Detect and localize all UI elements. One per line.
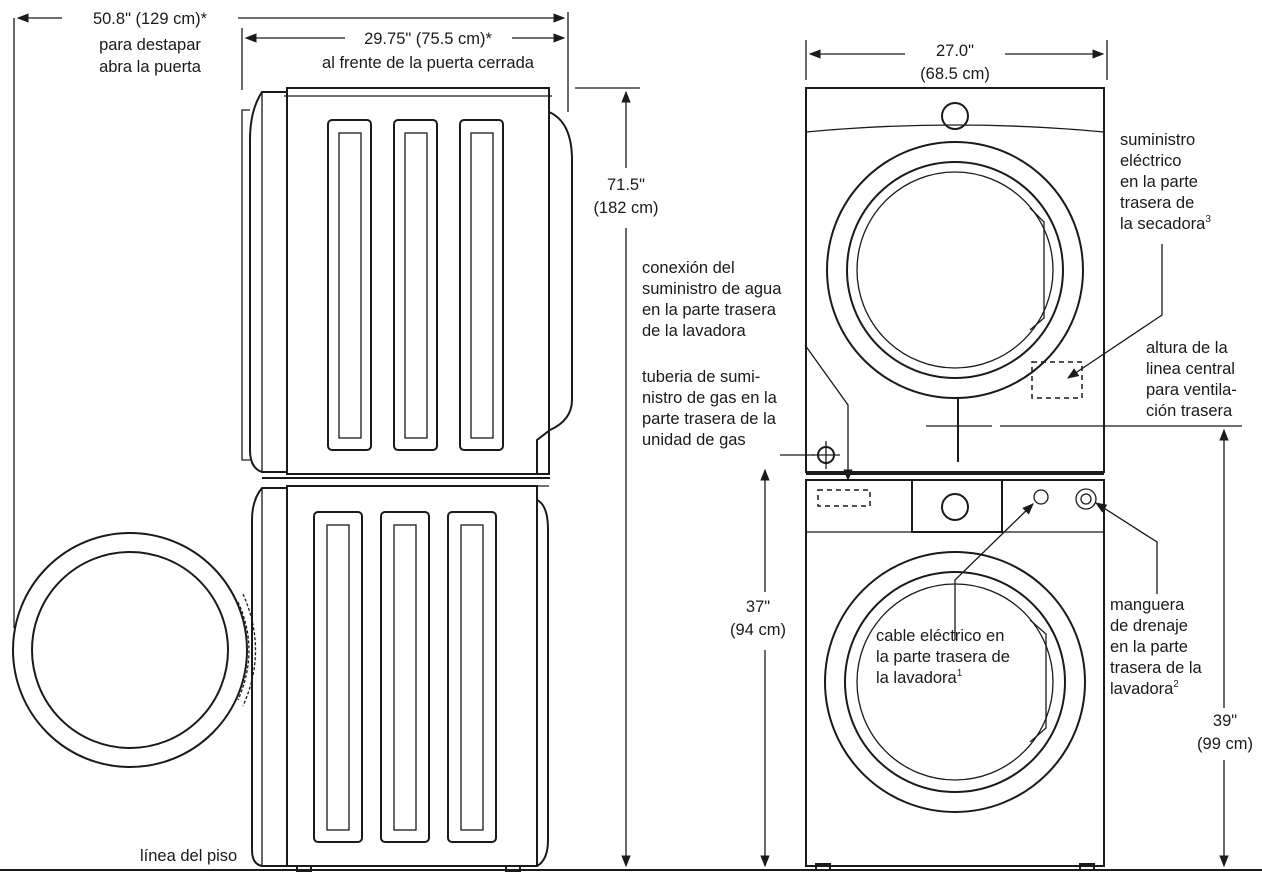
vent-height-value-1: 39" bbox=[1213, 712, 1237, 730]
drain-hose-label-4: trasera de la bbox=[1110, 659, 1203, 677]
drain-hose-label-3: en la parte bbox=[1110, 638, 1188, 656]
gas-supply-label-2: nistro de gas en la bbox=[642, 389, 778, 407]
total-height-label-2: (182 cm) bbox=[593, 199, 658, 217]
dryer-power-label-1: suministro bbox=[1120, 131, 1195, 149]
side-dryer-door bbox=[249, 91, 287, 473]
washer-power-footnote: 1 bbox=[957, 668, 963, 679]
front-dryer-body bbox=[805, 87, 1105, 473]
washer-power-outlet bbox=[1033, 489, 1049, 505]
water-supply-label-2: suministro de agua bbox=[642, 280, 782, 298]
unit-width-label-1: 27.0" bbox=[936, 42, 974, 60]
front-washer-control-panel bbox=[911, 479, 1003, 533]
front-dryer-door bbox=[826, 141, 1084, 399]
vent-height-label-3: para ventila- bbox=[1146, 381, 1237, 399]
open-door-caption-2: abra la puerta bbox=[99, 58, 202, 76]
dryer-power-leader bbox=[1067, 244, 1163, 379]
side-dryer-body bbox=[286, 87, 550, 475]
unit-width-label-2: (68.5 cm) bbox=[920, 65, 990, 83]
washer-power-label-3: la lavadora1 bbox=[876, 668, 963, 687]
washer-power-leader bbox=[954, 503, 1034, 640]
side-view bbox=[12, 12, 640, 872]
dryer-power-label-5: la secadora3 bbox=[1120, 214, 1211, 233]
washer-height-label-1: 37" bbox=[746, 598, 770, 616]
open-door-caption-1: para destapar bbox=[99, 36, 201, 54]
floor-line-label: línea del piso bbox=[140, 847, 237, 865]
water-supply-label-4: de la lavadora bbox=[642, 322, 746, 340]
side-washer-body bbox=[286, 485, 538, 867]
front-washer-door bbox=[824, 551, 1086, 813]
open-door-width-label: 50.8" (129 cm)* bbox=[93, 10, 208, 28]
total-height-label-1: 71.5" bbox=[607, 176, 645, 194]
washer-drain-outlet bbox=[1075, 488, 1097, 510]
water-supply-label-1: conexión del bbox=[642, 259, 735, 277]
dryer-power-label-4: trasera de bbox=[1120, 194, 1194, 212]
gas-supply-label-4: unidad de gas bbox=[642, 431, 746, 449]
vent-height-label-4: ción trasera bbox=[1146, 402, 1233, 420]
drain-hose-footnote: 2 bbox=[1173, 679, 1179, 690]
vent-height-label-1: altura de la bbox=[1146, 339, 1228, 357]
dryer-power-label-2: eléctrico bbox=[1120, 152, 1181, 170]
water-supply-label-3: en la parte trasera bbox=[642, 301, 777, 319]
dryer-vent-outline bbox=[1031, 361, 1083, 399]
closed-door-depth-label: 29.75" (75.5 cm)* bbox=[364, 30, 492, 48]
vent-height-label-2: linea central bbox=[1146, 360, 1235, 378]
washer-height-label-2: (94 cm) bbox=[730, 621, 786, 639]
gas-supply-label-3: parte trasera de la bbox=[642, 410, 777, 428]
front-dryer-control-knob bbox=[941, 102, 969, 130]
side-washer-open-door bbox=[12, 532, 257, 768]
gas-supply-label-1: tuberia de sumi- bbox=[642, 368, 760, 386]
closed-door-caption: al frente de la puerta cerrada bbox=[322, 54, 535, 72]
dryer-power-label-3: en la parte bbox=[1120, 173, 1198, 191]
drain-hose-label-5: lavadora2 bbox=[1110, 679, 1179, 698]
washer-power-label-1: cable eléctrico en bbox=[876, 627, 1004, 645]
dryer-power-footnote: 3 bbox=[1205, 214, 1211, 225]
vent-height-value-2: (99 cm) bbox=[1197, 735, 1253, 753]
water-supply-leader bbox=[804, 344, 853, 482]
drain-hose-label-1: manguera bbox=[1110, 596, 1185, 614]
drain-hose-label-2: de drenaje bbox=[1110, 617, 1188, 635]
front-washer-control-knob bbox=[941, 493, 969, 521]
washer-power-label-2: la parte trasera de bbox=[876, 648, 1010, 666]
front-view bbox=[760, 40, 1242, 871]
side-dryer-back bbox=[536, 111, 573, 474]
washer-water-inlet-outline bbox=[817, 489, 871, 507]
gas-supply-symbol-icon bbox=[812, 441, 840, 469]
drain-hose-leader bbox=[1095, 502, 1158, 594]
